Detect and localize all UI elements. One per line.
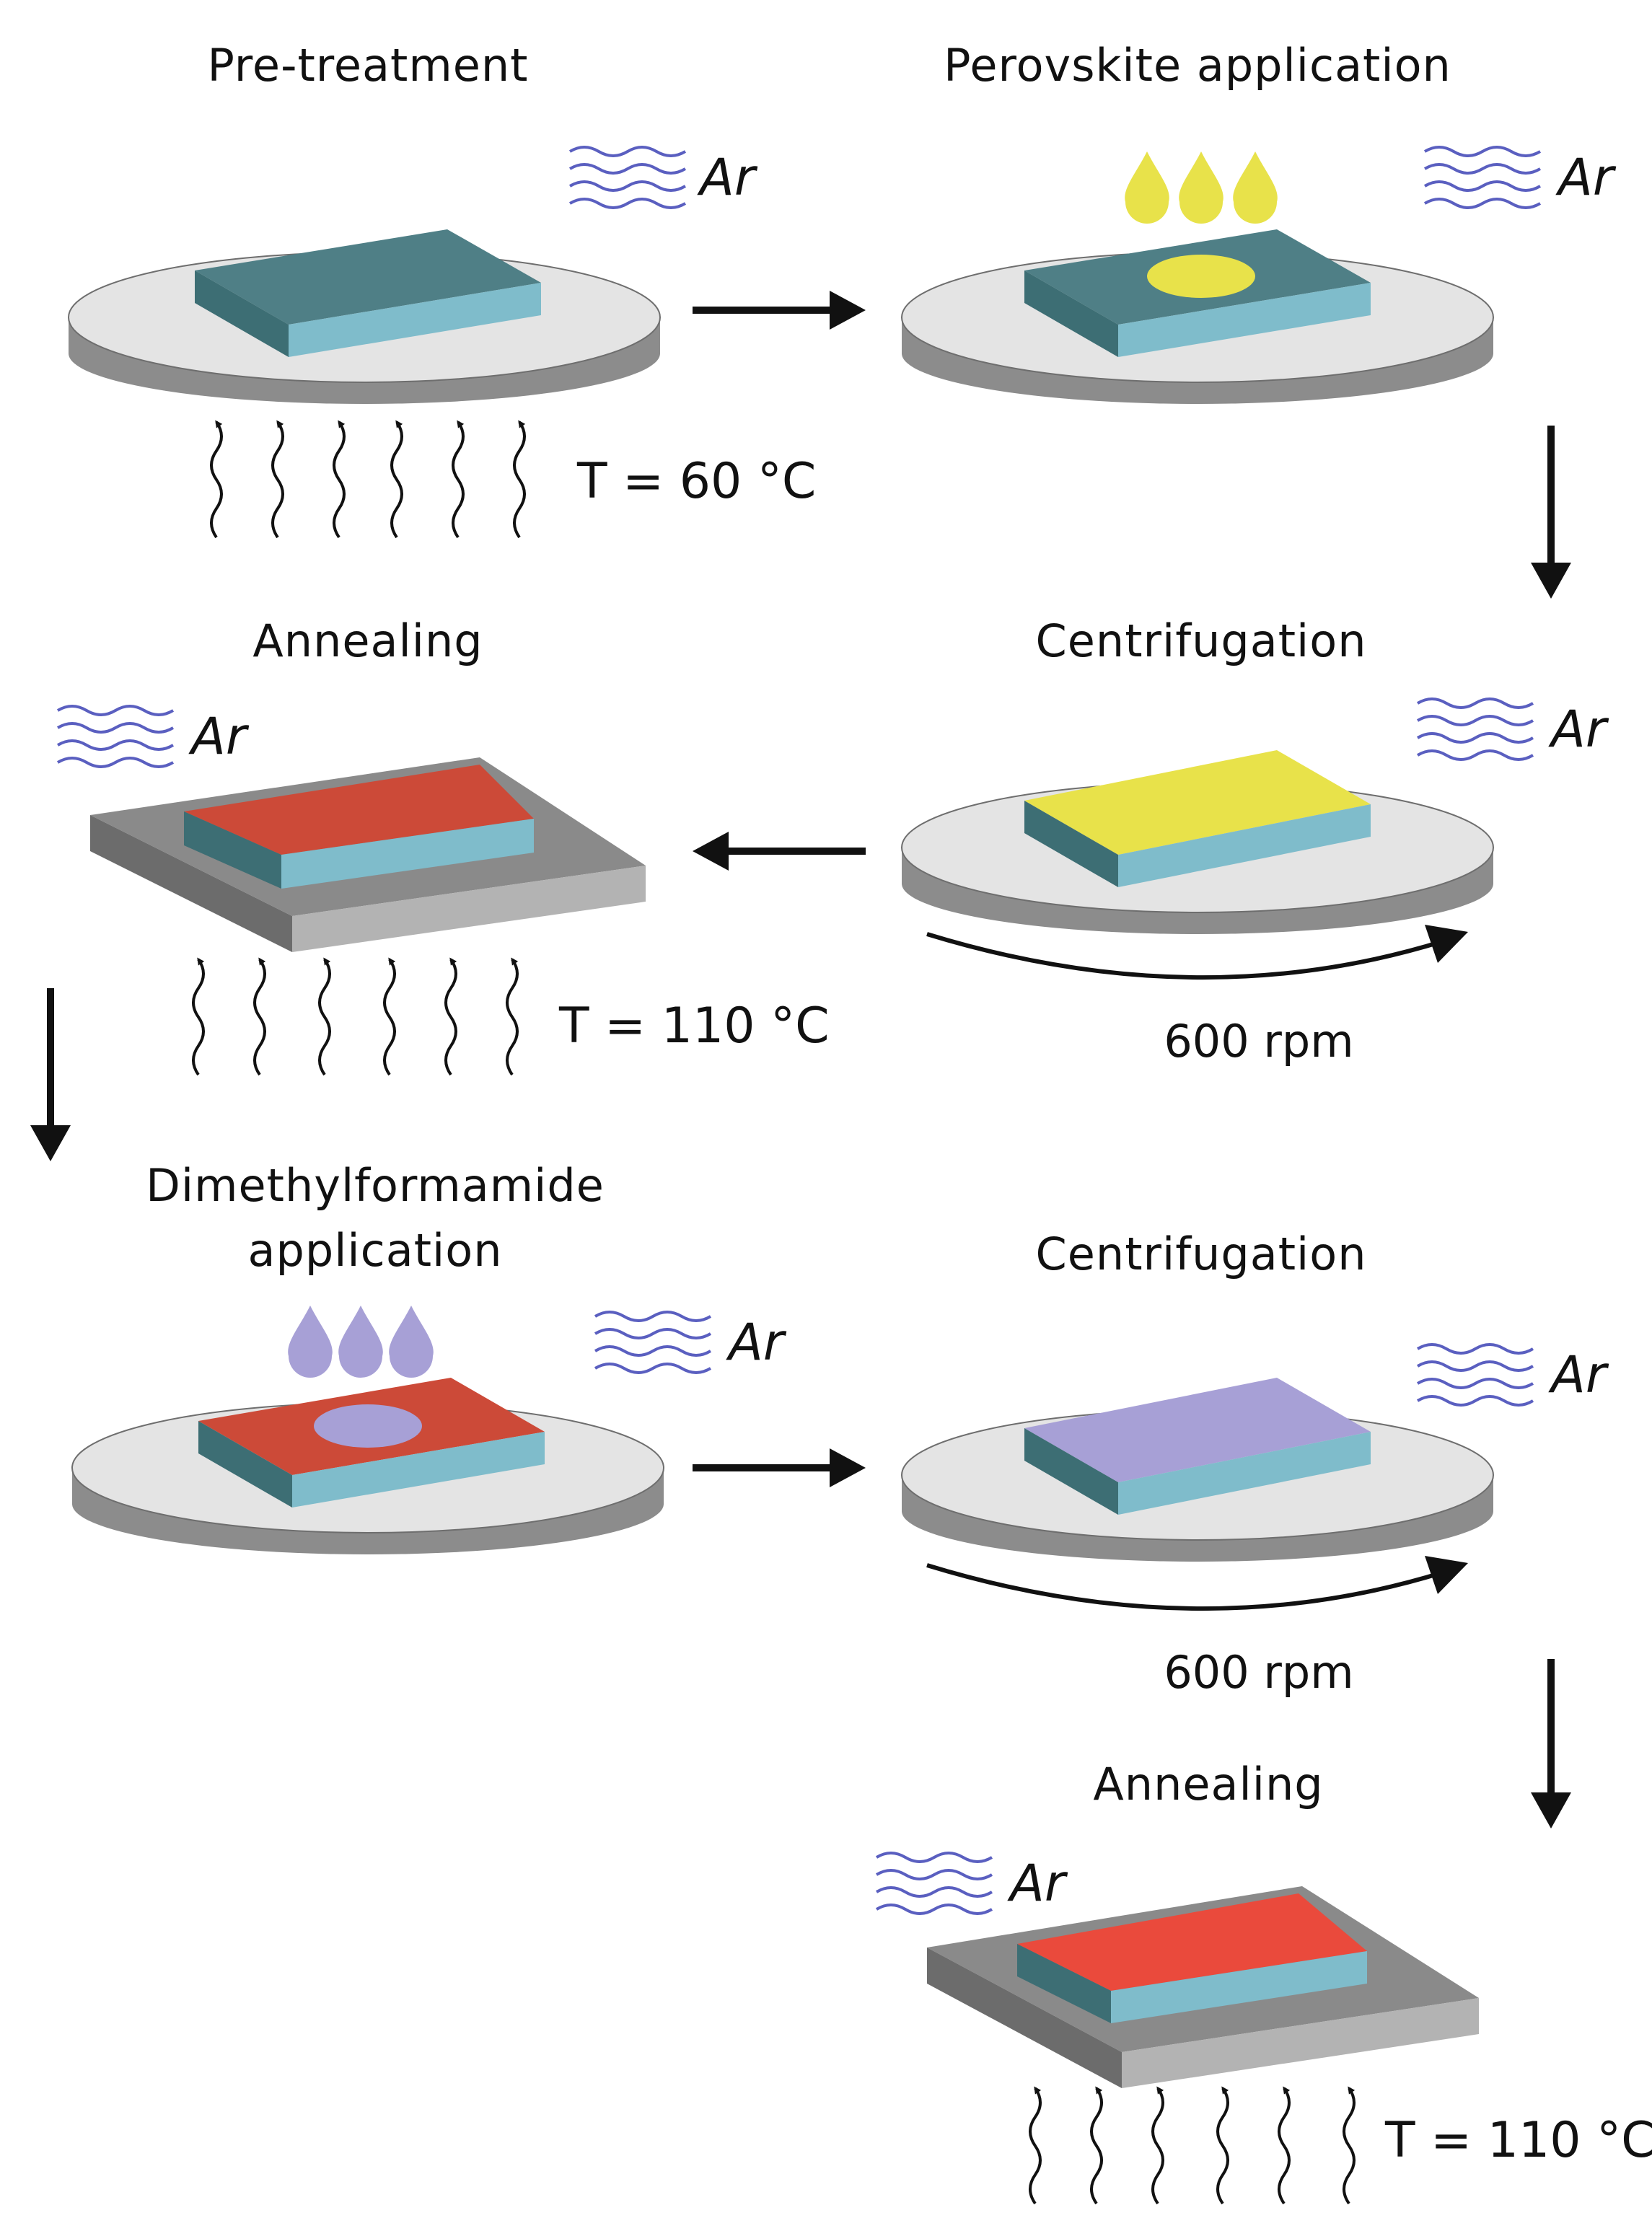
flow-arrow (1531, 1659, 1571, 1828)
step-title: Perovskite application (944, 39, 1451, 92)
step-title: Pre-treatment (208, 39, 529, 92)
gas-label: Ar (1548, 700, 1609, 759)
substrate (1024, 229, 1371, 357)
gas-flow-icon (1423, 146, 1542, 209)
rotation-arrow-icon (926, 925, 1468, 980)
speed-label: 600 rpm (1164, 1646, 1353, 1699)
step-title: application (248, 1224, 503, 1277)
substrate (1024, 1378, 1371, 1515)
heat-icon (192, 957, 519, 1076)
step-title: Annealing (252, 615, 483, 667)
step-centrifugation-1: Centrifugation Ar 600 rpm (901, 615, 1609, 1068)
gas-flow-icon (594, 1311, 712, 1374)
temperature-label: T = 60 °C (576, 453, 816, 510)
gas-flow-icon (56, 705, 175, 768)
step-title: Centrifugation (1036, 1228, 1367, 1280)
gas-flow-icon (1416, 697, 1534, 761)
gas-flow-icon (568, 146, 687, 209)
substrate (195, 229, 541, 357)
heat-icon (210, 420, 526, 539)
step-annealing-1: Annealing Ar T = 110 °C (56, 615, 830, 1076)
flow-arrow (693, 291, 866, 330)
flow-arrow (693, 1448, 866, 1487)
step-title: Annealing (1093, 1758, 1323, 1810)
step-centrifugation-2: Centrifugation Ar 600 rpm (901, 1228, 1609, 1699)
temperature-label: T = 110 °C (558, 998, 830, 1055)
step-perovskite-application: Perovskite application Ar (901, 39, 1617, 404)
flow-arrow (1531, 426, 1571, 599)
gas-label: Ar (697, 148, 758, 207)
step-dmf-application: Dimethylformamide application Ar (71, 1159, 787, 1554)
step-annealing-2: Annealing Ar T = 110 °C (875, 1758, 1652, 2205)
step-pretreatment: Pre-treatment Ar T = 60 °C (68, 39, 816, 539)
gas-label: Ar (188, 707, 250, 766)
substrate (1024, 750, 1371, 887)
gas-flow-icon (1416, 1343, 1534, 1407)
dmf-puddle (314, 1404, 422, 1448)
flow-arrow (30, 988, 71, 1161)
speed-label: 600 rpm (1164, 1015, 1353, 1068)
rotation-arrow-icon (926, 1556, 1468, 1611)
gas-label: Ar (1007, 1854, 1068, 1913)
substrate (198, 1378, 545, 1508)
substrate (184, 765, 534, 889)
step-title: Centrifugation (1036, 615, 1367, 667)
droplet-icon (288, 1306, 434, 1378)
gas-label: Ar (1548, 1345, 1609, 1404)
gas-label: Ar (726, 1313, 787, 1372)
substrate (1017, 1893, 1367, 2023)
perovskite-puddle (1147, 255, 1255, 298)
step-title: Dimethylformamide (146, 1159, 605, 1212)
heat-icon (1029, 2086, 1356, 2205)
flow-arrow (693, 832, 866, 871)
gas-label: Ar (1555, 148, 1617, 207)
gas-flow-icon (875, 1852, 993, 1915)
droplet-icon (1125, 151, 1278, 224)
temperature-label: T = 110 °C (1384, 2112, 1652, 2169)
